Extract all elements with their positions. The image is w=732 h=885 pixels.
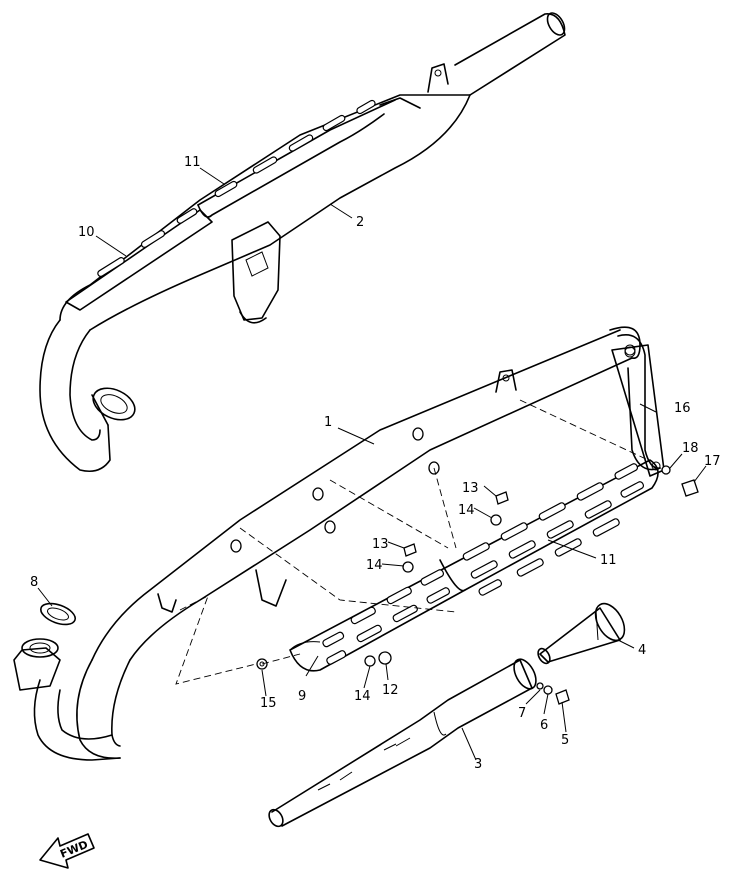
callout-9: 9 xyxy=(298,689,306,704)
bracket-stay xyxy=(611,344,665,477)
callout-8: 8 xyxy=(30,575,38,590)
callout-13-lower: 13 xyxy=(372,537,389,552)
hardware xyxy=(256,465,699,705)
forward-direction-indicator: FWD xyxy=(39,833,95,869)
callout-10: 10 xyxy=(78,225,95,240)
callout-11-lower: 11 xyxy=(600,553,617,568)
callout-14-upper: 14 xyxy=(458,503,475,518)
assembly-lines xyxy=(175,399,649,685)
callout-5: 5 xyxy=(561,733,569,748)
expansion-chamber xyxy=(13,326,661,761)
upper-muffler-assembly xyxy=(39,12,566,473)
callout-14-middle: 14 xyxy=(366,558,383,573)
callout-15: 15 xyxy=(260,696,277,711)
callout-11-upper: 11 xyxy=(184,155,201,170)
callout-13-upper: 13 xyxy=(462,481,479,496)
callout-14-lower: 14 xyxy=(354,689,371,704)
end-cap xyxy=(537,602,626,665)
callout-18: 18 xyxy=(682,441,699,456)
callout-12: 12 xyxy=(382,683,399,698)
heat-shield xyxy=(289,459,659,672)
chamber-studs xyxy=(230,427,440,553)
callout-6: 6 xyxy=(540,718,548,733)
leader-lines xyxy=(37,167,707,761)
callout-labels: 1 2 3 4 5 6 7 8 9 10 11 11 12 13 13 14 1… xyxy=(30,155,721,772)
callout-1: 1 xyxy=(324,415,332,430)
callout-2: 2 xyxy=(356,215,364,230)
silencer xyxy=(268,658,537,828)
callout-16: 16 xyxy=(674,401,691,416)
callout-4: 4 xyxy=(638,643,646,658)
exhaust-gasket xyxy=(40,602,76,626)
forward-arrow-icon xyxy=(39,833,95,869)
callout-3: 3 xyxy=(474,757,482,772)
upper-heat-shield-slots xyxy=(97,99,376,277)
callout-7: 7 xyxy=(518,706,526,721)
heat-shield-slots xyxy=(322,463,645,665)
callout-17: 17 xyxy=(704,454,721,469)
